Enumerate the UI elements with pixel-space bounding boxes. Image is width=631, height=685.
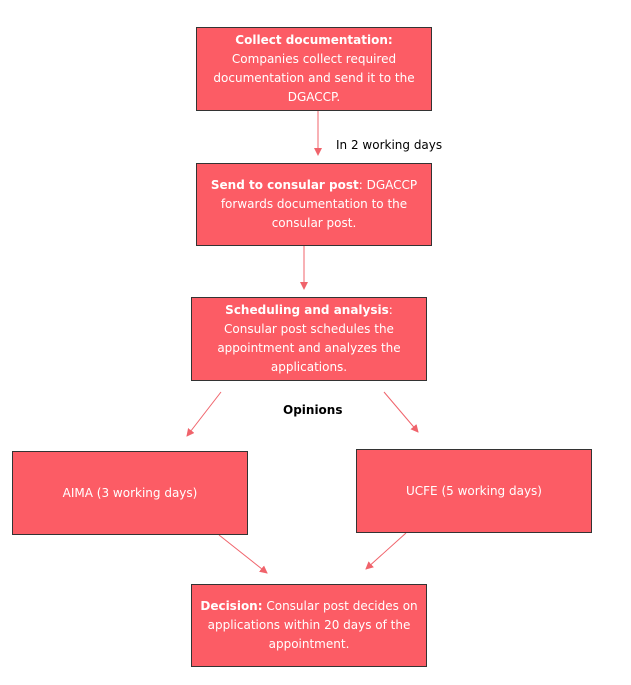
arrow-schedule-to-aima bbox=[186, 391, 222, 437]
node-send-title: Send to consular post bbox=[210, 178, 359, 192]
arrow-ucfe-to-decision bbox=[365, 532, 407, 570]
node-aima-text: AIMA (3 working days) bbox=[62, 485, 198, 500]
node-scheduling-and-analysis: Scheduling and analysis: Consular post s… bbox=[191, 297, 427, 381]
node-send-text: : DGACCP forwards documentation to the c… bbox=[220, 178, 418, 230]
node-schedule-title: Scheduling and analysis bbox=[225, 303, 389, 317]
arrow-aima-to-decision bbox=[218, 534, 268, 574]
node-aima: AIMA (3 working days) bbox=[12, 451, 248, 535]
node-decision-title: Decision: bbox=[200, 599, 263, 613]
label-opinions: Opinions bbox=[283, 403, 343, 417]
node-collect-title: Collect documentation: bbox=[235, 33, 393, 47]
node-schedule-text: : Consular post schedules the appointmen… bbox=[217, 303, 401, 374]
node-collect-documentation: Collect documentation: Companies collect … bbox=[196, 27, 432, 111]
node-collect-text: Companies collect required documentation… bbox=[213, 52, 415, 104]
label-in-2-working-days: In 2 working days bbox=[336, 138, 443, 152]
node-send-to-consular-post: Send to consular post: DGACCP forwards d… bbox=[196, 163, 432, 246]
node-decision: Decision: Consular post decides on appli… bbox=[191, 584, 427, 667]
node-decision-text: Consular post decides on applications wi… bbox=[207, 599, 418, 651]
node-ucfe: UCFE (5 working days) bbox=[356, 449, 592, 533]
node-ucfe-text: UCFE (5 working days) bbox=[405, 483, 542, 498]
arrow-schedule-to-ucfe bbox=[383, 391, 419, 433]
